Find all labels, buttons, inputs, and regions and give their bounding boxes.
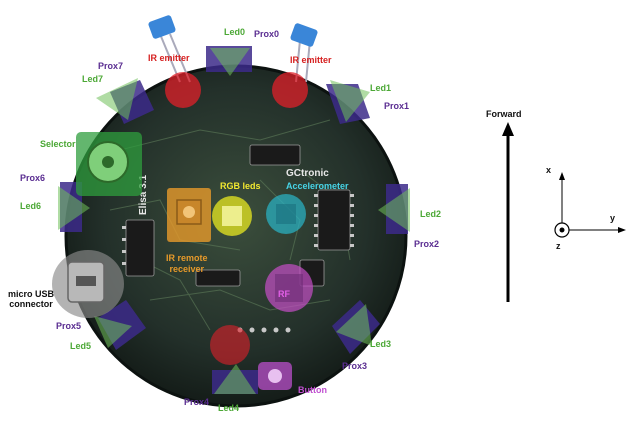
label-ir-remote-line1: IR remote <box>166 253 208 263</box>
ir-emitter-left <box>165 72 201 108</box>
label-led5: Led5 <box>70 341 92 351</box>
ir-emitters <box>148 15 318 108</box>
label-led6: Led6 <box>20 201 42 211</box>
axes-diagram <box>554 172 626 238</box>
label-axis-y: y <box>610 213 616 223</box>
ir-receiver <box>167 188 211 242</box>
label-ir-emitter-right: IR emitter <box>290 55 332 65</box>
label-ir-remote-line2: receiver <box>169 264 205 274</box>
led4-marker <box>214 364 256 394</box>
board-name: Elisa 3.1 <box>138 175 149 215</box>
label-prox1: Prox1 <box>384 101 410 111</box>
led5-marker <box>94 316 132 348</box>
label-led4: Led4 <box>218 403 240 413</box>
label-ir-emitter-left: IR emitter <box>148 53 190 63</box>
led6-marker <box>58 186 90 230</box>
rf-module <box>265 264 313 312</box>
label-micro-usb: micro USB connector <box>8 290 54 309</box>
label-prox5: Prox5 <box>56 321 82 331</box>
button-icon <box>268 369 282 383</box>
label-micro-usb-line2: connector <box>9 299 53 309</box>
label-micro-usb-line1: micro USB <box>8 289 55 299</box>
label-selector: Selector <box>40 139 76 149</box>
led1-marker <box>330 80 370 122</box>
label-led1: Led1 <box>370 83 392 93</box>
label-axis-x: x <box>546 165 552 175</box>
ir-emitter-right <box>272 72 308 108</box>
led0-marker <box>210 48 250 76</box>
rgb-leds <box>212 196 252 236</box>
label-led2: Led2 <box>420 209 442 219</box>
accelerometer <box>266 194 306 234</box>
label-led0: Led0 <box>224 27 246 37</box>
ir-emitter-left-led-icon <box>148 15 176 39</box>
label-prox3: Prox3 <box>342 361 368 371</box>
label-prox7: Prox7 <box>98 61 124 71</box>
ir-emitter-right-led-icon <box>290 23 318 47</box>
selector <box>76 132 142 196</box>
bottom-red-component <box>210 325 250 365</box>
button-component <box>258 362 292 390</box>
led3-marker <box>336 304 372 346</box>
label-axis-z: z <box>556 241 561 251</box>
label-prox0: Prox0 <box>254 29 280 39</box>
label-ir-remote: IR remote receiver <box>166 254 208 274</box>
sensor-markers <box>58 46 410 394</box>
label-led3: Led3 <box>370 339 392 349</box>
label-led7: Led7 <box>82 74 104 84</box>
ir-receiver-lens-icon <box>183 206 195 218</box>
label-prox4: Prox4 <box>184 397 210 407</box>
led2-marker <box>378 188 410 232</box>
label-prox6: Prox6 <box>20 173 46 183</box>
y-axis-arrow-icon <box>618 227 626 233</box>
label-button: Button <box>298 385 327 395</box>
label-accelerometer: Accelerometer <box>286 181 349 191</box>
micro-usb <box>52 250 124 318</box>
x-axis-arrow-icon <box>559 172 565 180</box>
forward-arrow <box>502 122 514 302</box>
label-rf: RF <box>278 289 290 299</box>
label-rgb-leds: RGB leds <box>220 181 261 191</box>
label-prox2: Prox2 <box>414 239 440 249</box>
led7-marker <box>96 78 138 120</box>
label-forward: Forward <box>486 109 522 119</box>
brand-text: GCtronic <box>286 168 329 179</box>
